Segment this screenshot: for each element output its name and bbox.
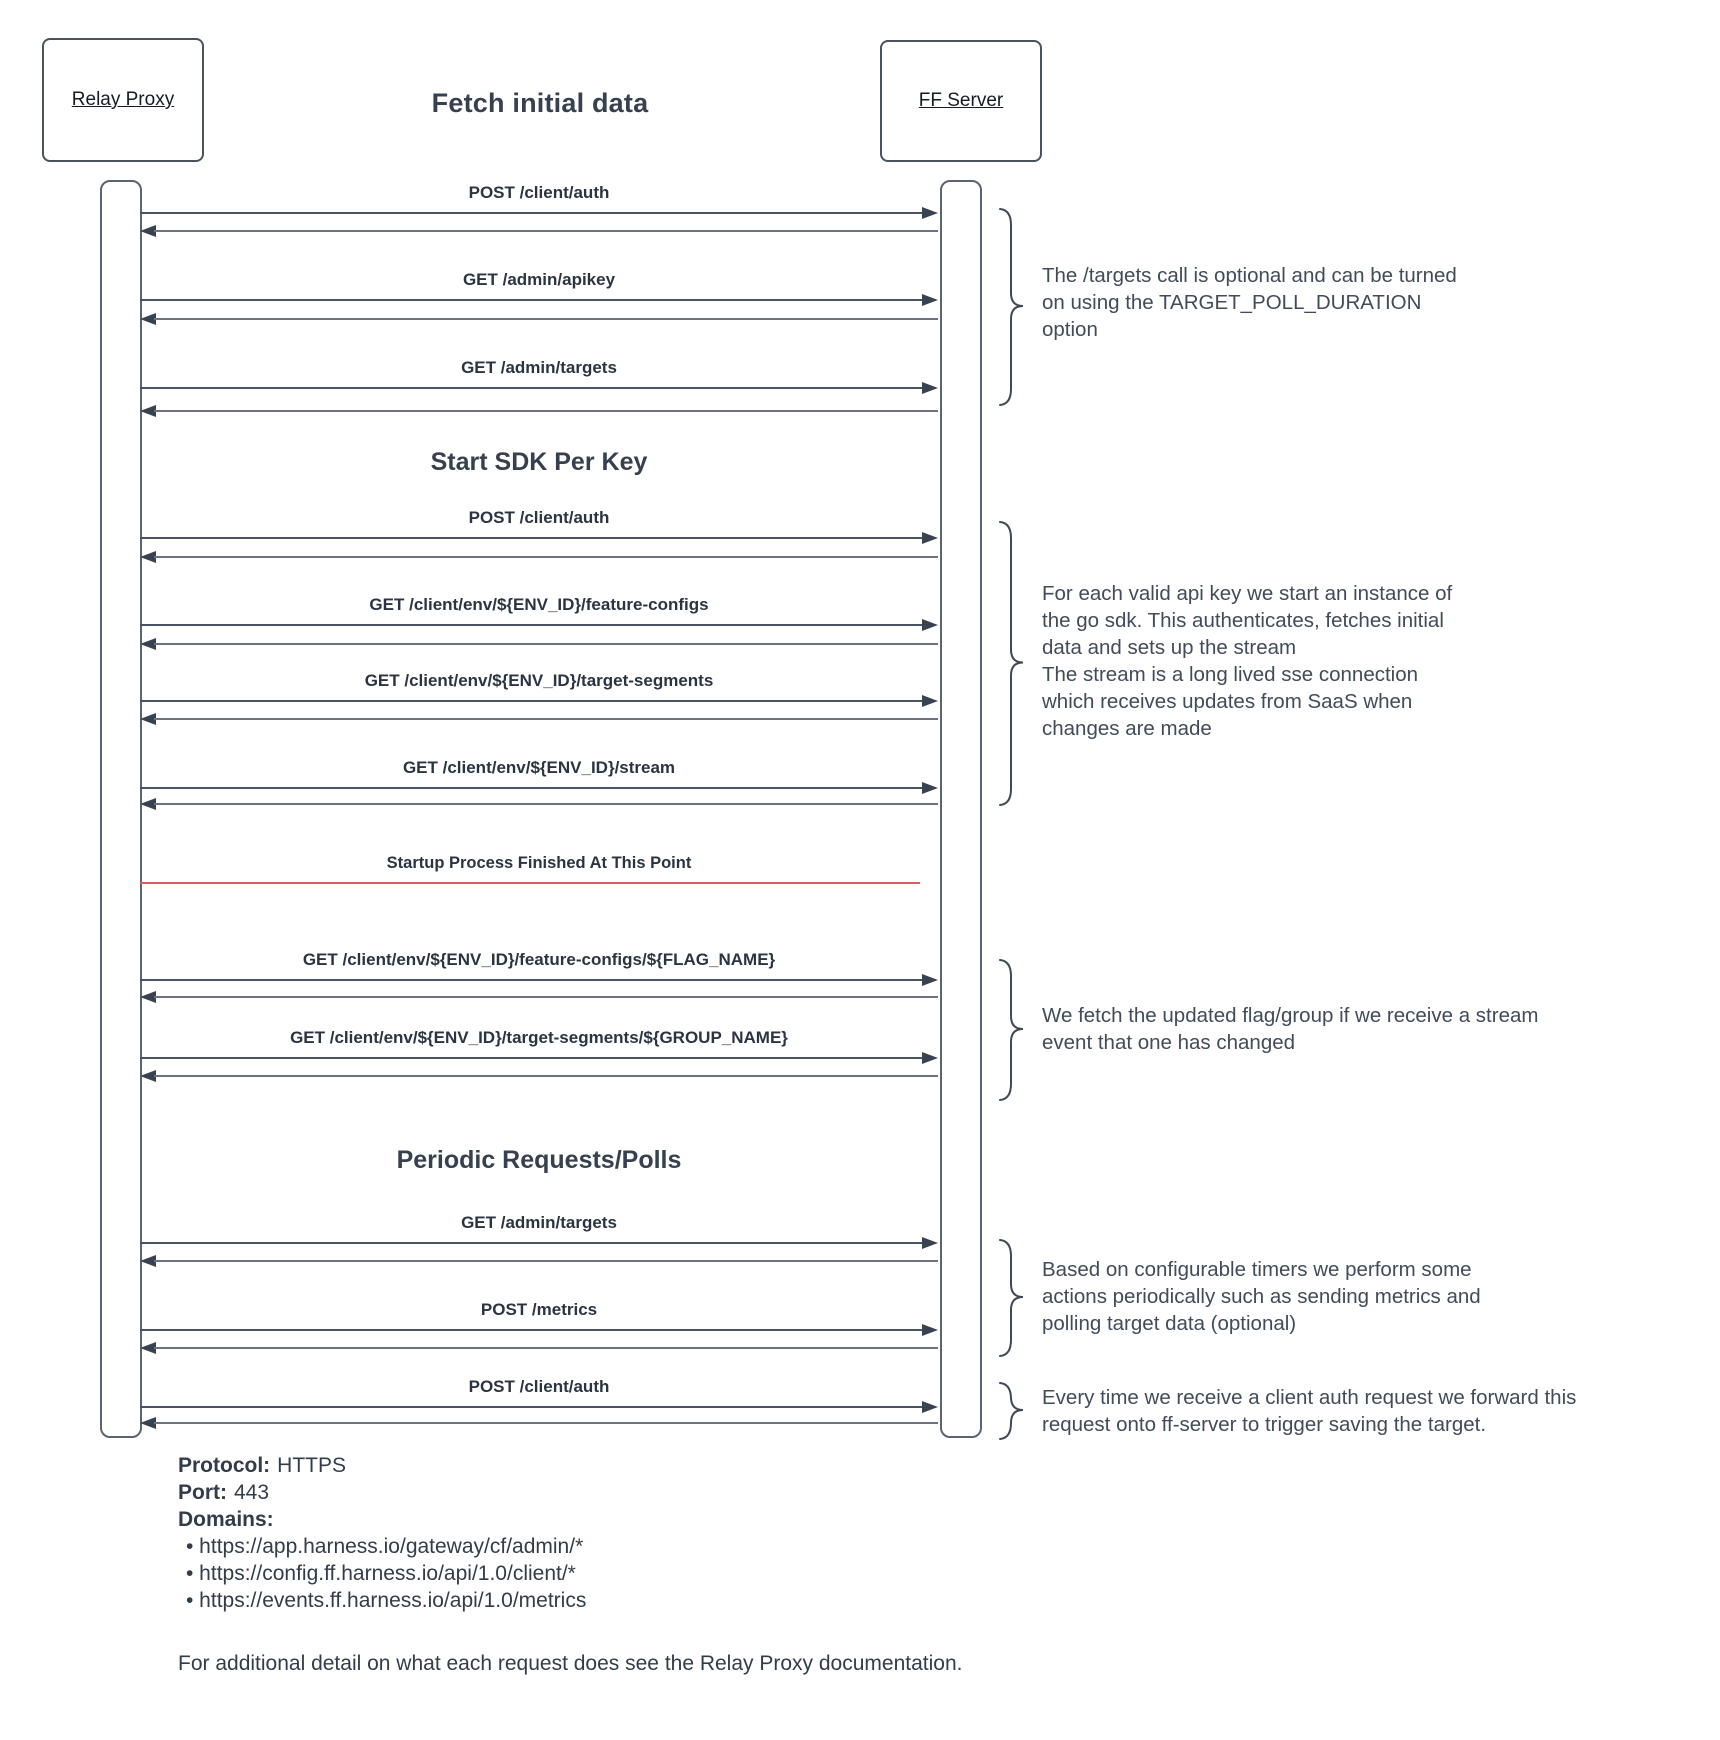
annotation-text: We fetch the updated flag/group if we re…	[1042, 1004, 1539, 1054]
annotation-brace	[999, 1382, 1024, 1440]
request-arrow-line	[140, 212, 924, 214]
message-label: GET /client/env/${ENV_ID}/target-segment…	[290, 1028, 788, 1047]
section-title: Periodic Requests/Polls	[396, 1146, 682, 1174]
annotation-brace	[999, 208, 1024, 406]
domain-list: • https://app.harness.io/gateway/cf/admi…	[178, 1533, 586, 1614]
request-arrow-line	[140, 1057, 924, 1059]
lifeline-ff-server	[940, 180, 982, 1438]
request-arrowhead-icon	[922, 782, 938, 794]
response-arrowhead-icon	[140, 1070, 156, 1082]
request-arrow-line	[140, 979, 924, 981]
response-arrowhead-icon	[140, 551, 156, 563]
annotation-text: The /targets call is optional and can be…	[1042, 264, 1457, 341]
message-label: GET /admin/targets	[461, 1213, 617, 1232]
request-arrowhead-icon	[922, 1401, 938, 1413]
annotation-brace	[999, 959, 1024, 1101]
request-arrow-line	[140, 387, 924, 389]
response-arrowhead-icon	[140, 638, 156, 650]
response-arrowhead-icon	[140, 991, 156, 1003]
request-arrowhead-icon	[922, 695, 938, 707]
request-arrowhead-icon	[922, 1324, 938, 1336]
response-arrow-line	[154, 996, 938, 998]
message-label: POST /metrics	[480, 1300, 598, 1319]
response-arrowhead-icon	[140, 1417, 156, 1429]
separator-label: Startup Process Finished At This Point	[386, 854, 692, 872]
response-arrowhead-icon	[140, 1342, 156, 1354]
domain-item: • https://app.harness.io/gateway/cf/admi…	[186, 1535, 584, 1558]
annotation-brace	[999, 521, 1024, 806]
port-label: Port:	[178, 1481, 227, 1504]
request-arrow-line	[140, 299, 924, 301]
response-arrow-line	[154, 410, 938, 412]
request-arrowhead-icon	[922, 382, 938, 394]
response-arrow-line	[154, 1422, 938, 1424]
response-arrow-line	[154, 718, 938, 720]
domain-item: • https://config.ff.harness.io/api/1.0/c…	[186, 1562, 576, 1585]
documentation-note: For additional detail on what each reque…	[178, 1652, 963, 1675]
diagram-title: Fetch initial data	[431, 88, 649, 118]
request-arrowhead-icon	[922, 974, 938, 986]
port-value: 443	[234, 1481, 270, 1504]
message-label: POST /client/auth	[468, 183, 610, 202]
response-arrow-line	[154, 318, 938, 320]
section-title: Start SDK Per Key	[430, 448, 648, 476]
response-arrow-line	[154, 1347, 938, 1349]
protocol-value: HTTPS	[277, 1454, 347, 1477]
separator-line	[140, 882, 920, 884]
connection-info: Protocol: HTTPS Port: 443 Domains: • https…	[178, 1452, 586, 1614]
response-arrowhead-icon	[140, 713, 156, 725]
request-arrowhead-icon	[922, 532, 938, 544]
request-arrow-line	[140, 787, 924, 789]
domain-item: • https://events.ff.harness.io/api/1.0/m…	[186, 1589, 587, 1612]
response-arrowhead-icon	[140, 798, 156, 810]
annotation-text: For each valid api key we start an insta…	[1042, 582, 1453, 740]
annotation-text: Based on configurable timers we perform …	[1042, 1258, 1481, 1335]
annotation-text: Every time we receive a client auth requ…	[1042, 1386, 1577, 1436]
message-label: GET /client/env/${ENV_ID}/target-segment…	[364, 671, 714, 690]
request-arrowhead-icon	[922, 1052, 938, 1064]
response-arrow-line	[154, 556, 938, 558]
message-label: GET /client/env/${ENV_ID}/stream	[402, 758, 676, 777]
response-arrow-line	[154, 643, 938, 645]
message-label: GET /client/env/${ENV_ID}/feature-config…	[302, 950, 776, 969]
lifeline-relay-proxy	[100, 180, 142, 1438]
request-arrow-line	[140, 537, 924, 539]
message-label: GET /admin/targets	[461, 358, 617, 377]
response-arrow-line	[154, 1075, 938, 1077]
actor-relay-proxy-label: Relay Proxy	[71, 89, 175, 110]
request-arrowhead-icon	[922, 619, 938, 631]
message-label: POST /client/auth	[468, 1377, 610, 1396]
request-arrow-line	[140, 1329, 924, 1331]
response-arrow-line	[154, 1260, 938, 1262]
request-arrowhead-icon	[922, 294, 938, 306]
annotation-brace	[999, 1239, 1024, 1357]
request-arrow-line	[140, 1242, 924, 1244]
actor-ff-server-label: FF Server	[918, 90, 1004, 111]
message-label: GET /client/env/${ENV_ID}/feature-config…	[369, 595, 709, 614]
response-arrowhead-icon	[140, 225, 156, 237]
response-arrowhead-icon	[140, 405, 156, 417]
protocol-label: Protocol:	[178, 1454, 271, 1477]
domains-label: Domains:	[178, 1508, 274, 1531]
response-arrow-line	[154, 803, 938, 805]
actor-ff-server: FF Server	[880, 40, 1042, 162]
request-arrowhead-icon	[922, 207, 938, 219]
actor-relay-proxy: Relay Proxy	[42, 38, 204, 162]
message-label: GET /admin/apikey	[462, 270, 616, 289]
port-line: Port: 443	[178, 1479, 586, 1506]
request-arrow-line	[140, 1406, 924, 1408]
message-label: POST /client/auth	[468, 508, 610, 527]
response-arrowhead-icon	[140, 1255, 156, 1267]
response-arrowhead-icon	[140, 313, 156, 325]
request-arrow-line	[140, 624, 924, 626]
request-arrow-line	[140, 700, 924, 702]
request-arrowhead-icon	[922, 1237, 938, 1249]
response-arrow-line	[154, 230, 938, 232]
protocol-line: Protocol: HTTPS	[178, 1452, 586, 1479]
